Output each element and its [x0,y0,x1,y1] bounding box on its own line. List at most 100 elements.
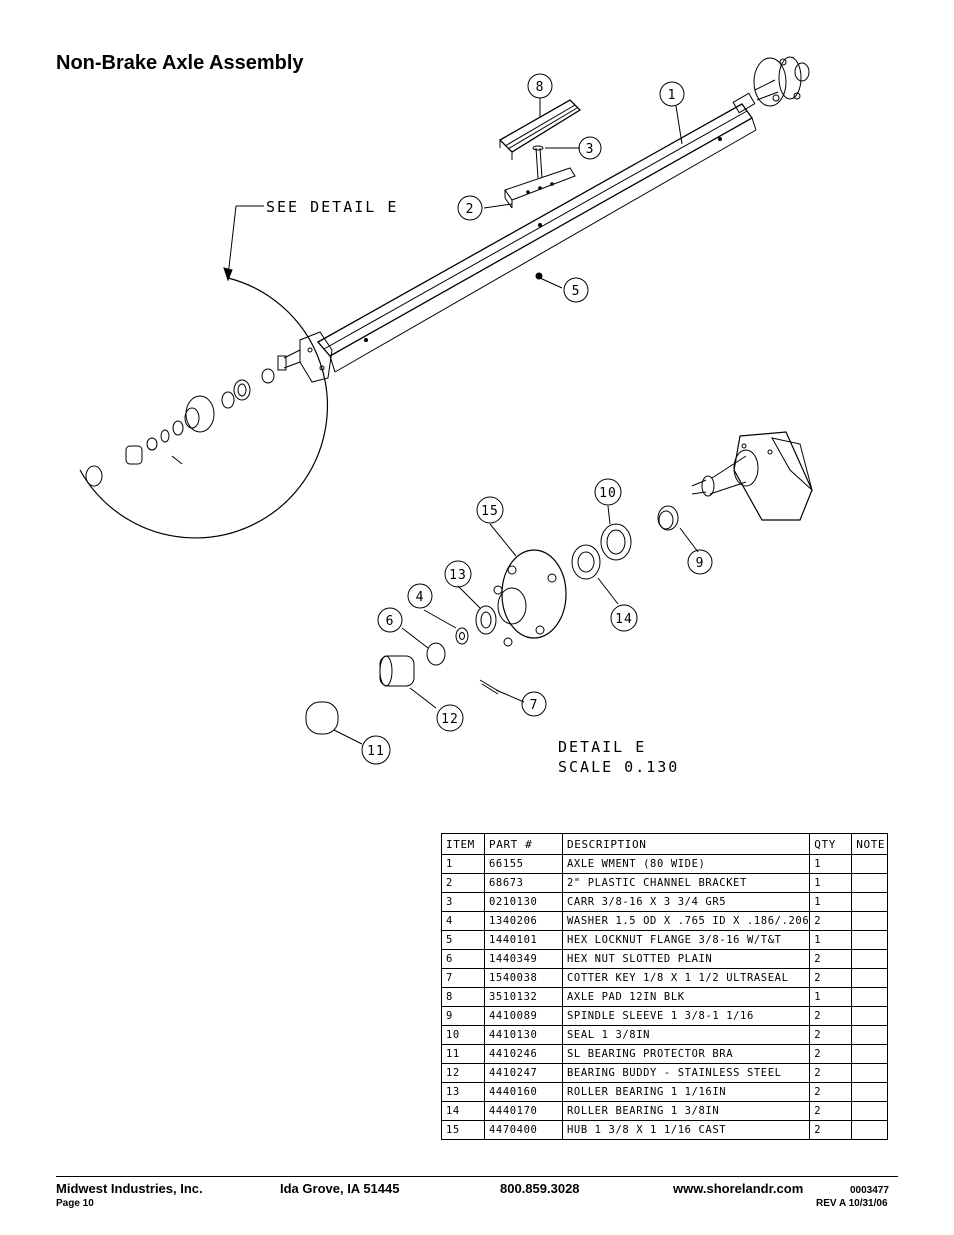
cell-qty: 1 [809,873,853,893]
cell-part: 4410130 [484,1025,563,1045]
svg-text:4: 4 [416,590,425,605]
cell-description: COTTER KEY 1/8 X 1 1/2 ULTRASEAL [561,968,811,988]
see-detail-label: SEE DETAIL E [266,198,398,216]
balloon-12: 12 [436,704,464,732]
cell-qty: 1 [809,854,853,874]
cell-item: 8 [441,987,485,1007]
cell-item: 1 [441,854,485,874]
cell-qty: 2 [809,1006,853,1026]
cell-note [851,1006,889,1026]
channel-bracket-part [504,167,576,209]
svg-text:12: 12 [441,712,459,727]
locknut-part [535,272,543,280]
cell-item: 7 [441,968,485,988]
cell-note [851,873,889,893]
detail-label: DETAIL E [558,738,646,756]
cell-note [851,1120,889,1140]
axle-pad-part [498,99,582,160]
balloon-13: 13 [444,560,472,588]
cell-part: 1440101 [484,930,563,950]
svg-text:1: 1 [668,88,677,103]
cell-description: SL BEARING PROTECTOR BRA [561,1044,811,1064]
header-qty: QTY [809,833,853,855]
cell-part: 1440349 [484,949,563,969]
footer-revision: REV A 10/31/06 [816,1198,888,1209]
footer-page: Page 10 [56,1198,94,1209]
cell-item: 4 [441,911,485,931]
svg-text:9: 9 [696,556,705,571]
balloon-2: 2 [457,195,483,221]
cell-qty: 2 [809,968,853,988]
cell-qty: 2 [809,1025,853,1045]
table-header-row: ITEM PART # DESCRIPTION QTY NOTE [441,833,889,855]
axle-right-hub [732,56,810,114]
cell-item: 10 [441,1025,485,1045]
cell-description: CARR 3/8-16 X 3 3/4 GR5 [561,892,811,912]
detail-parts [305,505,679,735]
cell-note [851,854,889,874]
cell-part: 3510132 [484,987,563,1007]
cell-part: 4470400 [484,1120,563,1140]
cell-qty: 2 [809,911,853,931]
cell-note [851,892,889,912]
svg-text:14: 14 [615,612,633,627]
balloon-1: 1 [659,81,685,107]
cell-description: HEX LOCKNUT FLANGE 3/8-16 W/T&T [561,930,811,950]
spindle-exploded-parts [125,368,275,465]
cell-item: 15 [441,1120,485,1140]
cell-item: 12 [441,1063,485,1083]
detail-spindle [691,431,813,521]
balloon-11: 11 [361,735,391,765]
cell-part: 4440160 [484,1082,563,1102]
cell-note [851,949,889,969]
cell-description: SEAL 1 3/8IN [561,1025,811,1045]
balloon-15: 15 [476,496,504,524]
cell-item: 6 [441,949,485,969]
header-note: NOTE [851,833,889,855]
cell-note [851,930,889,950]
cell-qty: 2 [809,1101,853,1121]
cell-description: HUB 1 3/8 X 1 1/16 CAST [561,1120,811,1140]
balloon-14: 14 [610,604,638,632]
cell-qty: 2 [809,1063,853,1083]
header-description: DESCRIPTION [561,833,811,855]
cell-description: 2" PLASTIC CHANNEL BRACKET [561,873,811,893]
cell-part: 1340206 [484,911,563,931]
cell-part: 4440170 [484,1101,563,1121]
cell-part: 66155 [484,854,563,874]
balloon-4: 4 [407,583,433,609]
balloon-9: 9 [687,549,713,575]
cell-note [851,968,889,988]
cell-item: 2 [441,873,485,893]
footer-doc-number: 0003477 [850,1185,889,1196]
cell-note [851,1101,889,1121]
balloon-5: 5 [563,277,589,303]
cell-qty: 1 [809,892,853,912]
cell-item: 14 [441,1101,485,1121]
cell-note [851,1063,889,1083]
svg-text:11: 11 [367,744,385,759]
cell-item: 11 [441,1044,485,1064]
svg-text:13: 13 [449,568,467,583]
cell-item: 5 [441,930,485,950]
header-item: ITEM [441,833,485,855]
cell-note [851,1025,889,1045]
cell-qty: 1 [809,987,853,1007]
cell-description: AXLE WMENT (80 WIDE) [561,854,811,874]
cell-note [851,1082,889,1102]
cell-qty: 2 [809,949,853,969]
